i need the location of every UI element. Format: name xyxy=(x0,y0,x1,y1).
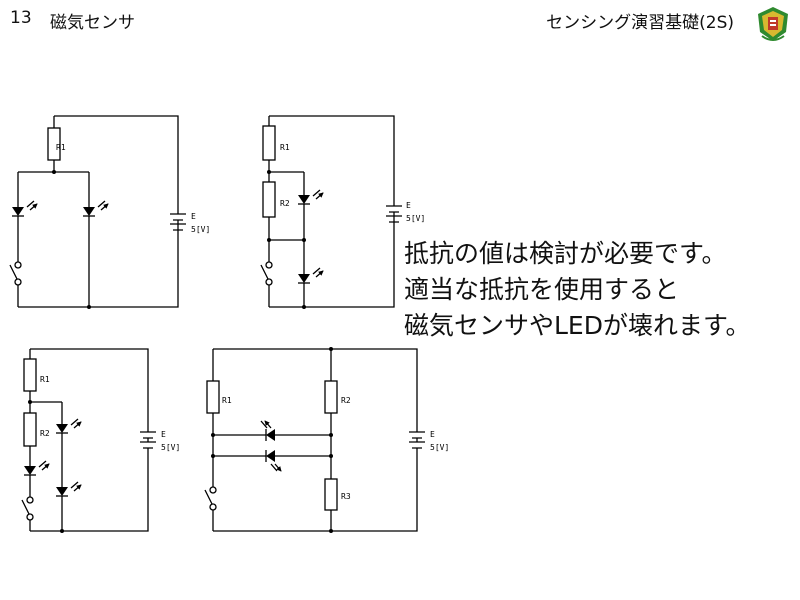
label-battery-name: E xyxy=(430,430,435,439)
label-battery-value: 5[V] xyxy=(191,225,210,234)
switch-a xyxy=(14,261,22,269)
battery-c xyxy=(140,431,156,439)
led-1 xyxy=(298,195,310,204)
resistor-r1 xyxy=(262,125,276,161)
led-1 xyxy=(12,207,24,216)
label-battery-value: 5[V] xyxy=(430,443,449,452)
label-r2: R2 xyxy=(40,429,50,438)
label-battery-value: 5[V] xyxy=(161,443,180,452)
label-r2: R2 xyxy=(280,199,290,208)
course-title: センシング演習基礎(2S) xyxy=(546,13,734,33)
warning-note: 抵抗の値は検討が必要です。 適当な抵抗を使用すると 磁気センサやLEDが壊れます… xyxy=(404,236,750,344)
label-r1: R1 xyxy=(56,143,66,152)
resistor-r2 xyxy=(324,380,338,414)
led-2 xyxy=(266,450,275,462)
note-line-2: 適当な抵抗を使用すると xyxy=(404,275,680,304)
label-r1: R1 xyxy=(280,143,290,152)
switch-d xyxy=(209,486,217,494)
slide-title: 磁気センサ xyxy=(50,13,135,33)
resistor-r3 xyxy=(324,478,338,511)
note-line-1: 抵抗の値は検討が必要です。 xyxy=(404,239,727,268)
label-r3: R3 xyxy=(341,492,351,501)
battery-d xyxy=(409,431,425,439)
label-battery-name: E xyxy=(406,201,411,210)
resistor-r1 xyxy=(206,380,220,414)
label-r1: R1 xyxy=(40,375,50,384)
circuit-b: R1 R2 E 5[V] xyxy=(260,115,425,309)
led-2 xyxy=(56,424,68,433)
switch-c xyxy=(26,496,34,504)
switch-b xyxy=(265,261,273,269)
circuit-c: R1 R2 E 5[V] xyxy=(21,348,180,533)
circuit-d: R1 R2 R3 E 5[V] xyxy=(204,347,449,533)
resistor-r1 xyxy=(23,358,37,392)
battery-b xyxy=(386,205,402,213)
label-battery-name: E xyxy=(191,212,196,221)
label-battery-name: E xyxy=(161,430,166,439)
led-1 xyxy=(266,429,275,441)
led-1 xyxy=(24,466,36,475)
note-line-3: 磁気センサやLEDが壊れます。 xyxy=(404,311,751,340)
circuit-a: R1 E 5[V] xyxy=(9,115,210,309)
school-emblem-icon xyxy=(758,7,788,41)
led-2 xyxy=(298,274,310,283)
label-r1: R1 xyxy=(222,396,232,405)
slide-number: 13 xyxy=(10,8,32,28)
resistor-r2 xyxy=(23,412,37,447)
label-r2: R2 xyxy=(341,396,351,405)
led-3 xyxy=(56,487,68,496)
led-2 xyxy=(83,207,95,216)
battery-a xyxy=(170,213,186,221)
resistor-r2 xyxy=(262,181,276,218)
label-battery-value: 5[V] xyxy=(406,214,425,223)
